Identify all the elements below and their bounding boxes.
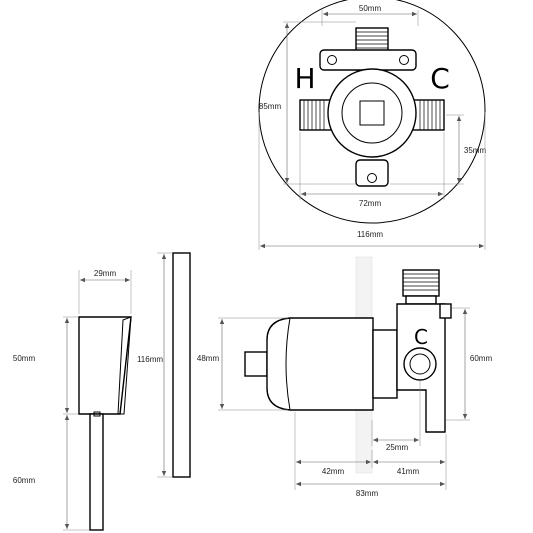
spindle-square <box>359 100 385 126</box>
svg-text:116mm: 116mm <box>357 230 383 239</box>
svg-text:42mm: 42mm <box>322 467 345 476</box>
dim-inlet-depth: 25mm <box>371 380 421 452</box>
dim-cover-height: 48mm <box>197 317 288 411</box>
cold-side-label: C <box>414 325 428 349</box>
handle-body <box>78 316 132 415</box>
hot-label: H <box>294 62 315 95</box>
dim-inlet-span: 72mm <box>299 132 445 208</box>
spindle <box>244 351 268 377</box>
svg-text:50mm: 50mm <box>359 4 382 13</box>
svg-text:83mm: 83mm <box>356 489 379 498</box>
dim-handle-width: 29mm <box>78 269 132 314</box>
handle-side-view: 29mm 50mm 60mm <box>13 269 132 531</box>
cold-inlet-inner <box>409 353 431 375</box>
dim-lever-length: 60mm <box>13 415 89 531</box>
dim-plate-diameter: 116mm <box>258 112 486 250</box>
svg-text:41mm: 41mm <box>397 467 420 476</box>
top-view: H C 50mm 85mm 35mm 72mm <box>258 0 487 250</box>
cold-label: C <box>430 62 450 95</box>
lever-stem <box>89 413 104 531</box>
svg-text:72mm: 72mm <box>359 199 382 208</box>
dim-body-depth: 41mm <box>373 434 447 490</box>
valve-body-top <box>327 68 417 158</box>
cover-plate-circle <box>258 0 486 224</box>
dim-top-inlet-width: 50mm <box>321 4 419 26</box>
dim-handle-height: 50mm <box>13 316 78 415</box>
svg-text:60mm: 60mm <box>470 354 493 363</box>
svg-text:85mm: 85mm <box>259 102 282 111</box>
dim-body-height: 60mm <box>446 307 493 421</box>
svg-text:50mm: 50mm <box>13 354 36 363</box>
cover-plate-side <box>172 252 191 478</box>
svg-text:35mm: 35mm <box>464 146 487 155</box>
valve-side-view: C 48mm 60mm 25mm 42mm <box>197 256 493 498</box>
cold-inlet-outer <box>403 347 437 381</box>
plate-side-view: 116mm <box>137 252 191 478</box>
svg-text:116mm: 116mm <box>137 355 163 364</box>
dim-cover-depth: 42mm <box>294 412 373 490</box>
side-top-inlet <box>402 269 440 305</box>
dim-inlet-offset: 35mm <box>390 114 487 185</box>
dim-valve-height: 85mm <box>259 21 356 185</box>
dim-total-depth: 83mm <box>296 481 445 498</box>
svg-text:60mm: 60mm <box>13 476 36 485</box>
mounting-lugs <box>319 49 417 187</box>
svg-text:25mm: 25mm <box>386 443 409 452</box>
svg-text:29mm: 29mm <box>94 269 117 278</box>
cover-sleeve <box>266 317 374 411</box>
svg-text:48mm: 48mm <box>197 354 220 363</box>
valve-body-side <box>372 329 398 399</box>
dim-plate-height: 116mm <box>137 252 172 478</box>
